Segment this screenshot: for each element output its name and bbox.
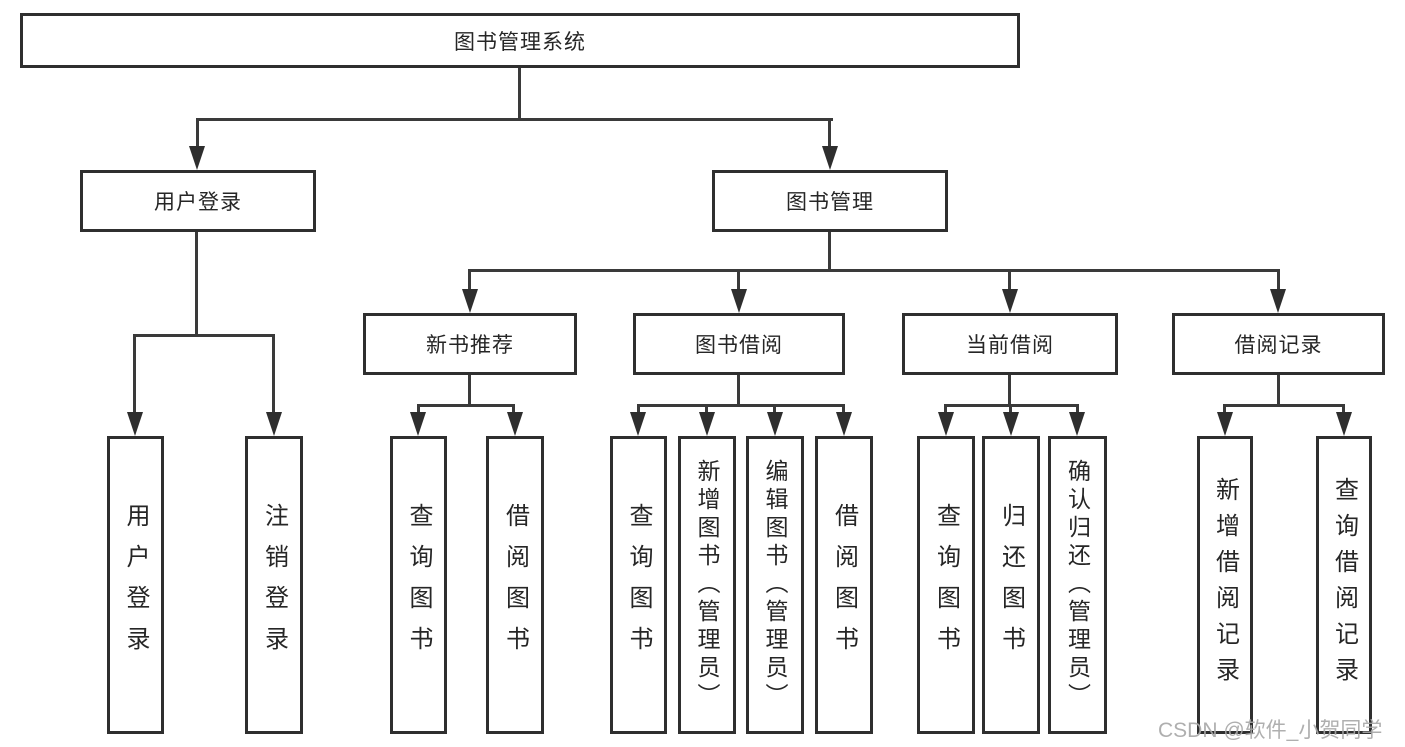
connector-stub-nb-query — [417, 404, 420, 413]
leaf-bb-borrow-books: 借阅图书 — [815, 436, 873, 734]
leaf-cb-query-books-label: 查询图书 — [932, 503, 960, 667]
arrow-to-new-book — [462, 289, 478, 313]
connector-bookmgmt-drop — [828, 232, 831, 272]
leaf-br-add-record-label: 新增借阅记录 — [1211, 477, 1239, 693]
leaf-nb-query-books-label: 查询图书 — [405, 503, 432, 667]
arrow-to-book-borrow — [731, 289, 747, 313]
leaf-user-login: 用户登录 — [107, 436, 164, 734]
leaf-cb-return-books-label: 归还图书 — [997, 503, 1025, 667]
arrow-to-cb-return — [1003, 412, 1019, 436]
connector-stub-cb-return — [1009, 404, 1012, 413]
arrow-to-current-borrow — [1002, 289, 1018, 313]
connector-bookborrow-drop — [737, 375, 740, 407]
arrow-to-ul-login — [127, 412, 143, 436]
connector-stub-ul-login — [133, 334, 136, 412]
arrow-to-bb-query — [630, 412, 646, 436]
leaf-bb-edit-books-admin: 编辑图书（管理员） — [746, 436, 804, 734]
arrow-to-nb-query — [410, 412, 426, 436]
connector-stub-bb-borrow — [842, 404, 845, 413]
connector-borrowrecords-drop — [1277, 375, 1280, 407]
node-new-book-recommend: 新书推荐 — [363, 313, 577, 375]
connector-stub-bb-add — [705, 404, 708, 413]
connector-currentborrow-drop — [1008, 375, 1011, 407]
connector-stub-bb-query — [637, 404, 640, 413]
leaf-bb-query-books-label: 查询图书 — [625, 503, 652, 667]
node-root: 图书管理系统 — [20, 13, 1020, 68]
leaf-br-query-record-label: 查询借阅记录 — [1330, 477, 1358, 693]
leaf-nb-query-books: 查询图书 — [390, 436, 447, 734]
leaf-bb-query-books: 查询图书 — [610, 436, 667, 734]
node-borrow-records-label: 借阅记录 — [1234, 334, 1323, 357]
leaf-bb-add-books-admin-label: 新增图书（管理员） — [694, 459, 720, 711]
leaf-br-query-record: 查询借阅记录 — [1316, 436, 1372, 734]
connector-stub-current-borrow — [1008, 269, 1011, 291]
connector-borrowrecords-rail — [1223, 404, 1345, 407]
connector-userlogin-rail — [133, 334, 275, 337]
connector-stub-nb-borrow — [512, 404, 515, 413]
connector-stub-borrow-records — [1277, 269, 1280, 291]
arrow-to-ul-logout — [266, 412, 282, 436]
arrow-to-book-management — [822, 146, 838, 170]
leaf-bb-add-books-admin: 新增图书（管理员） — [678, 436, 736, 734]
connector-stub-br-query — [1342, 404, 1345, 413]
node-book-borrow: 图书借阅 — [633, 313, 845, 375]
node-user-login-label: 用户登录 — [154, 191, 242, 214]
arrow-to-br-add — [1217, 412, 1233, 436]
arrow-to-borrow-records — [1270, 289, 1286, 313]
node-book-management: 图书管理 — [712, 170, 948, 232]
node-root-label: 图书管理系统 — [454, 30, 586, 54]
connector-stub-book-management — [828, 118, 831, 148]
leaf-br-add-record: 新增借阅记录 — [1197, 436, 1253, 734]
arrow-to-cb-confirm — [1069, 412, 1085, 436]
connector-stub-cb-confirm — [1076, 404, 1079, 413]
leaf-cb-return-books: 归还图书 — [982, 436, 1040, 734]
leaf-logout-label: 注销登录 — [260, 503, 288, 667]
node-book-management-label: 图书管理 — [786, 191, 874, 214]
connector-stub-book-borrow — [737, 269, 740, 291]
arrow-to-br-query — [1336, 412, 1352, 436]
node-current-borrow-label: 当前借阅 — [966, 334, 1054, 357]
connector-stub-bb-edit — [773, 404, 776, 413]
node-book-borrow-label: 图书借阅 — [695, 334, 783, 357]
leaf-cb-confirm-return-admin: 确认归还（管理员） — [1048, 436, 1107, 734]
node-user-login: 用户登录 — [80, 170, 316, 232]
connector-stub-ul-logout — [272, 334, 275, 412]
connector-userlogin-drop — [195, 232, 198, 337]
arrow-to-bb-edit — [767, 412, 783, 436]
leaf-nb-borrow-books-label: 借阅图书 — [501, 503, 529, 667]
connector-newbook-drop — [468, 375, 471, 407]
node-new-book-recommend-label: 新书推荐 — [426, 334, 514, 357]
arrow-to-cb-query — [938, 412, 954, 436]
node-current-borrow: 当前借阅 — [902, 313, 1118, 375]
connector-root-drop — [518, 67, 521, 118]
arrow-to-nb-borrow — [507, 412, 523, 436]
connector-newbook-rail — [417, 404, 515, 407]
arrow-to-bb-add — [699, 412, 715, 436]
connector-stub-cb-query — [944, 404, 947, 413]
connector-stub-br-add — [1223, 404, 1226, 413]
leaf-bb-borrow-books-label: 借阅图书 — [830, 503, 858, 667]
arrow-to-bb-borrow — [836, 412, 852, 436]
leaf-logout: 注销登录 — [245, 436, 303, 734]
node-borrow-records: 借阅记录 — [1172, 313, 1385, 375]
leaf-bb-edit-books-admin-label: 编辑图书（管理员） — [762, 459, 788, 711]
leaf-cb-query-books: 查询图书 — [917, 436, 975, 734]
connector-bookborrow-rail — [637, 404, 845, 407]
connector-root-rail — [196, 118, 833, 121]
leaf-nb-borrow-books: 借阅图书 — [486, 436, 544, 734]
leaf-user-login-label: 用户登录 — [122, 503, 149, 667]
connector-stub-user-login — [196, 118, 199, 148]
arrow-to-user-login — [189, 146, 205, 170]
leaf-cb-confirm-return-admin-label: 确认归还（管理员） — [1064, 459, 1091, 711]
connector-stub-new-book — [468, 269, 471, 291]
connector-bookmgmt-rail — [468, 269, 1280, 272]
